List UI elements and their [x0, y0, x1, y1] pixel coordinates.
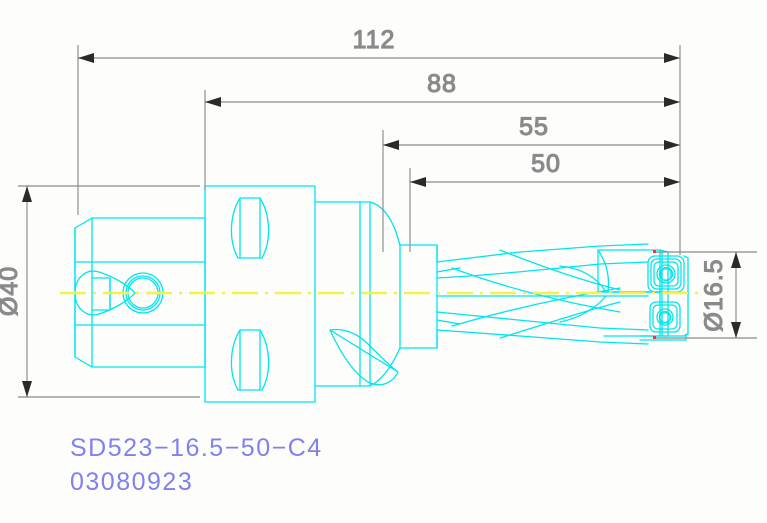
dimension-body-length: [204, 90, 680, 190]
drill-shank: [399, 244, 438, 349]
dimension-drill-depth-text: 50: [531, 150, 561, 178]
peripheral-insert: [647, 255, 685, 293]
order-code-label: 03080923: [70, 468, 193, 496]
snap-marker-bottom: [653, 336, 656, 339]
tip-end-plate: [639, 255, 689, 341]
dimension-drill-diameter-text: Ø16.5: [700, 258, 728, 331]
dimension-shank-diameter: [18, 185, 200, 398]
dimension-drill-diameter: [656, 251, 757, 339]
dimension-drill-projection-text: 55: [519, 113, 549, 141]
snap-marker-top: [653, 250, 656, 253]
snap-markers: [653, 250, 656, 339]
dimension-body-length-text: 88: [427, 70, 457, 98]
dimension-drill-depth: [409, 168, 680, 252]
dimension-overall-length-text: 112: [353, 26, 396, 54]
central-insert: [649, 301, 681, 333]
part-number-label: SD523−16.5−50−C4: [70, 434, 323, 462]
neck-section: [314, 201, 401, 387]
dimension-overall-length: [77, 45, 681, 255]
dimension-layer: 112 88 55: [0, 25, 757, 398]
dimension-drill-projection: [382, 130, 680, 252]
dimension-shank-diameter-text: Ø40: [0, 266, 23, 316]
drill-body-flutes: [436, 243, 649, 345]
